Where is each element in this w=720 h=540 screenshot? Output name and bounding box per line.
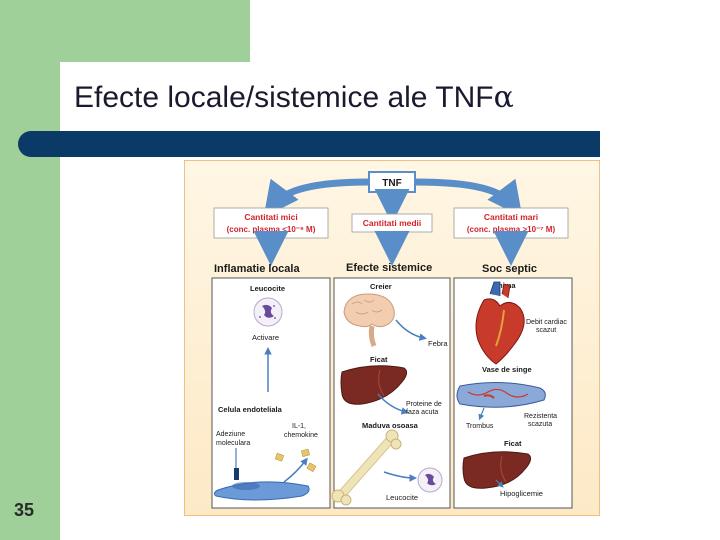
- sep-ficat: Ficat: [504, 439, 522, 448]
- brain-icon: [343, 293, 395, 347]
- arrow-to-low: [263, 178, 370, 218]
- slide-title: Efecte locale/sistemice ale TNFα: [74, 80, 514, 115]
- header-septic: Soc septic: [482, 263, 537, 275]
- tnf-figure: TNF Cantitati mici (conc. plasma <10⁻⁹ M…: [183, 159, 601, 517]
- sep-debit-line1: Debit cardiac: [526, 319, 567, 326]
- local-activare: Activare: [252, 333, 279, 342]
- arrow-to-high: [414, 178, 523, 218]
- leukocyte-icon-systemic: [417, 467, 443, 493]
- sys-proteine-line1: Proteine de: [406, 401, 442, 408]
- sep-rezistenta-line1: Rezistenta: [524, 413, 557, 420]
- chemokine-particles: [274, 448, 317, 472]
- arrow-acute-proteins: [377, 393, 409, 415]
- green-sidebar: [0, 0, 60, 540]
- sys-febra: Febra: [428, 339, 448, 348]
- dose-low-line2: (conc. plasma <10⁻⁹ M): [227, 225, 316, 234]
- sys-maduva: Maduva osoasa: [362, 421, 419, 430]
- slide-title-text: Efecte locale/sistemice ale TNF: [74, 81, 494, 114]
- blood-vessel-icon: [456, 381, 546, 408]
- tnf-label: TNF: [382, 178, 401, 189]
- sep-trombus: Trombus: [466, 423, 494, 430]
- adhesion-molecule: [234, 468, 239, 480]
- sys-leucocite: Leucocite: [386, 493, 418, 502]
- local-endoteliala: Celula endoteliala: [218, 405, 283, 414]
- liver-icon-septic: [462, 451, 532, 489]
- header-systemic: Efecte sistemice: [346, 262, 432, 274]
- sys-proteine-line2: faza acuta: [406, 409, 438, 416]
- endothelial-cell: [213, 481, 310, 501]
- sep-rezistenta-line2: scazuta: [528, 421, 552, 428]
- green-top-block: [60, 0, 250, 62]
- title-underline-bar: [18, 131, 600, 157]
- local-il1-line1: IL-1,: [292, 423, 306, 430]
- header-local: Inflamatie locala: [214, 263, 300, 275]
- local-leucocite: Leucocite: [250, 284, 285, 293]
- bone-icon: [331, 429, 402, 506]
- dose-high-line2: (conc. plasma >10⁻⁷ M): [467, 225, 556, 234]
- liver-icon-systemic: [340, 365, 408, 405]
- sys-ficat: Ficat: [370, 355, 388, 364]
- sep-vase: Vase de singe: [482, 365, 532, 374]
- dose-high-line1: Cantitati mari: [484, 212, 538, 222]
- arrow-hypoglycemia: [495, 479, 504, 488]
- tnf-diagram: TNF Cantitati mici (conc. plasma <10⁻⁹ M…: [183, 159, 601, 517]
- arrow-chemokine: [283, 457, 308, 483]
- arrow-thrombus: [478, 407, 485, 421]
- heart-icon: [475, 281, 525, 365]
- sys-creier: Creier: [370, 282, 392, 291]
- dose-low-line1: Cantitati mici: [244, 212, 297, 222]
- sep-hipoglicemie: Hipoglicemie: [500, 489, 543, 498]
- arrow-fever: [395, 319, 427, 341]
- local-adeziune-line1: Adeziune: [216, 431, 245, 438]
- arrow-leukocytes: [383, 471, 417, 482]
- local-adeziune-line2: moleculara: [216, 440, 250, 447]
- local-il1-line2: chemokine: [284, 432, 318, 439]
- leukocyte-icon: [253, 297, 283, 327]
- slide-number: 35: [14, 500, 35, 520]
- dose-mid-label: Cantitati medii: [363, 218, 422, 228]
- alpha-symbol: α: [493, 80, 514, 115]
- sep-debit-line2: scazut: [536, 327, 556, 334]
